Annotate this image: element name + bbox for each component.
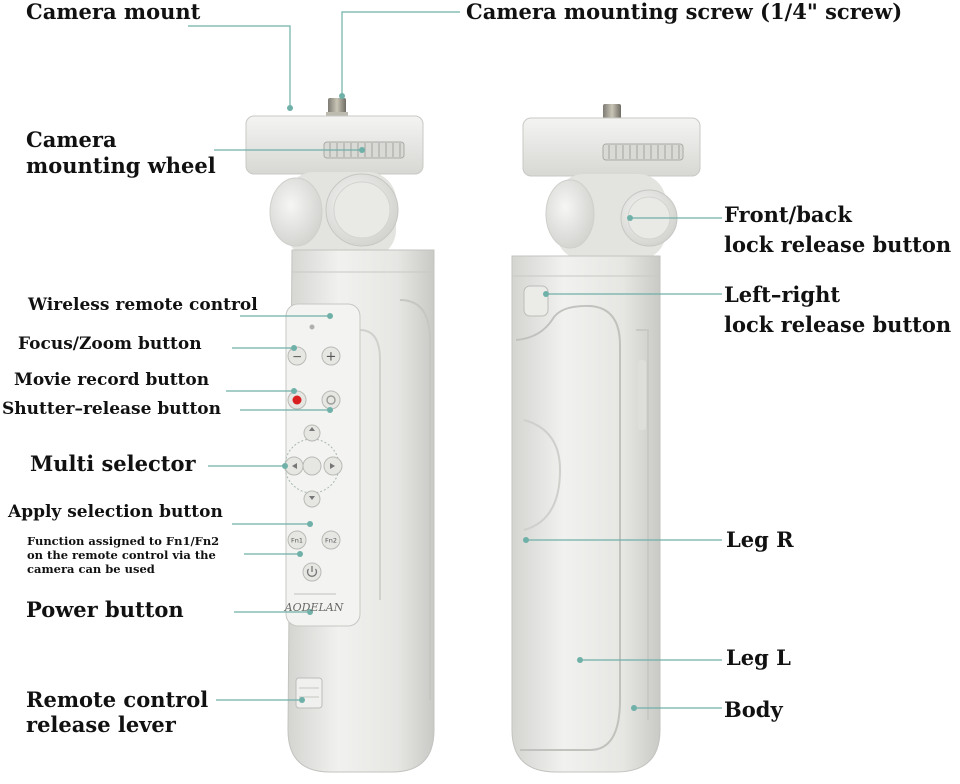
zoom-minus-button[interactable] [287,346,307,366]
label-camera-mounting-screw: Camera mounting screw (1/4" screw) [466,0,903,24]
label-camera-mounting-wheel-2: mounting wheel [26,153,216,178]
label-front-back-1: Front/back [724,202,852,227]
label-shutter-release-button: Shutter–release button [2,399,221,419]
leader-lines [188,11,722,709]
zoom-minus-glyph: − [292,350,302,364]
leader-dots [282,93,637,711]
left-right-lock-button[interactable] [523,285,549,317]
label-remote-release-lever-2: release lever [26,712,176,737]
label-apply-selection-button: Apply selection button [8,502,223,522]
remote-release-lever[interactable] [295,677,323,709]
label-front-back-2: lock release button [724,232,952,257]
label-camera-mount: Camera mount [26,0,201,24]
fn1-label: Fn1 [291,537,303,545]
label-focus-zoom-button: Focus/Zoom button [18,334,202,354]
brand-logo: AODELAN [284,601,344,614]
leader-camera-mount [188,25,291,108]
zoom-plus-glyph: + [326,350,337,365]
label-remote-release-lever-1: Remote control [26,687,209,712]
label-body: Body [724,697,783,722]
label-leg-l: Leg L [726,645,791,670]
shutter-release-button[interactable] [321,390,341,410]
fn2-button[interactable] [321,530,341,550]
left-device [245,98,435,773]
label-power-button: Power button [26,597,184,622]
right-device [511,104,701,773]
label-multi-selector: Multi selector [30,451,196,476]
label-left-right-2: lock release button [724,312,952,337]
label-fn-note-1: Function assigned to Fn1/Fn2 [27,534,220,548]
leader-mounting-screw [341,11,460,96]
label-left-right-1: Left–right [724,282,841,307]
label-fn-note-3: camera can be used [27,562,155,576]
right-grip-body [511,255,661,773]
leg-r [515,304,621,751]
fn1-button[interactable] [287,530,307,550]
label-movie-record-button: Movie record button [14,370,210,390]
multi-selector-up[interactable] [303,424,321,442]
label-camera-mounting-wheel-1: Camera [26,127,117,152]
zoom-plus-button[interactable] [321,346,341,366]
label-wireless-remote-control: Wireless remote control [28,295,258,315]
apply-selection-button[interactable] [302,456,322,476]
label-leg-r: Leg R [726,527,794,552]
movie-record-button[interactable] [292,395,302,405]
label-fn-note-2: on the remote control via the [27,548,216,562]
fn2-label: Fn2 [325,537,337,545]
